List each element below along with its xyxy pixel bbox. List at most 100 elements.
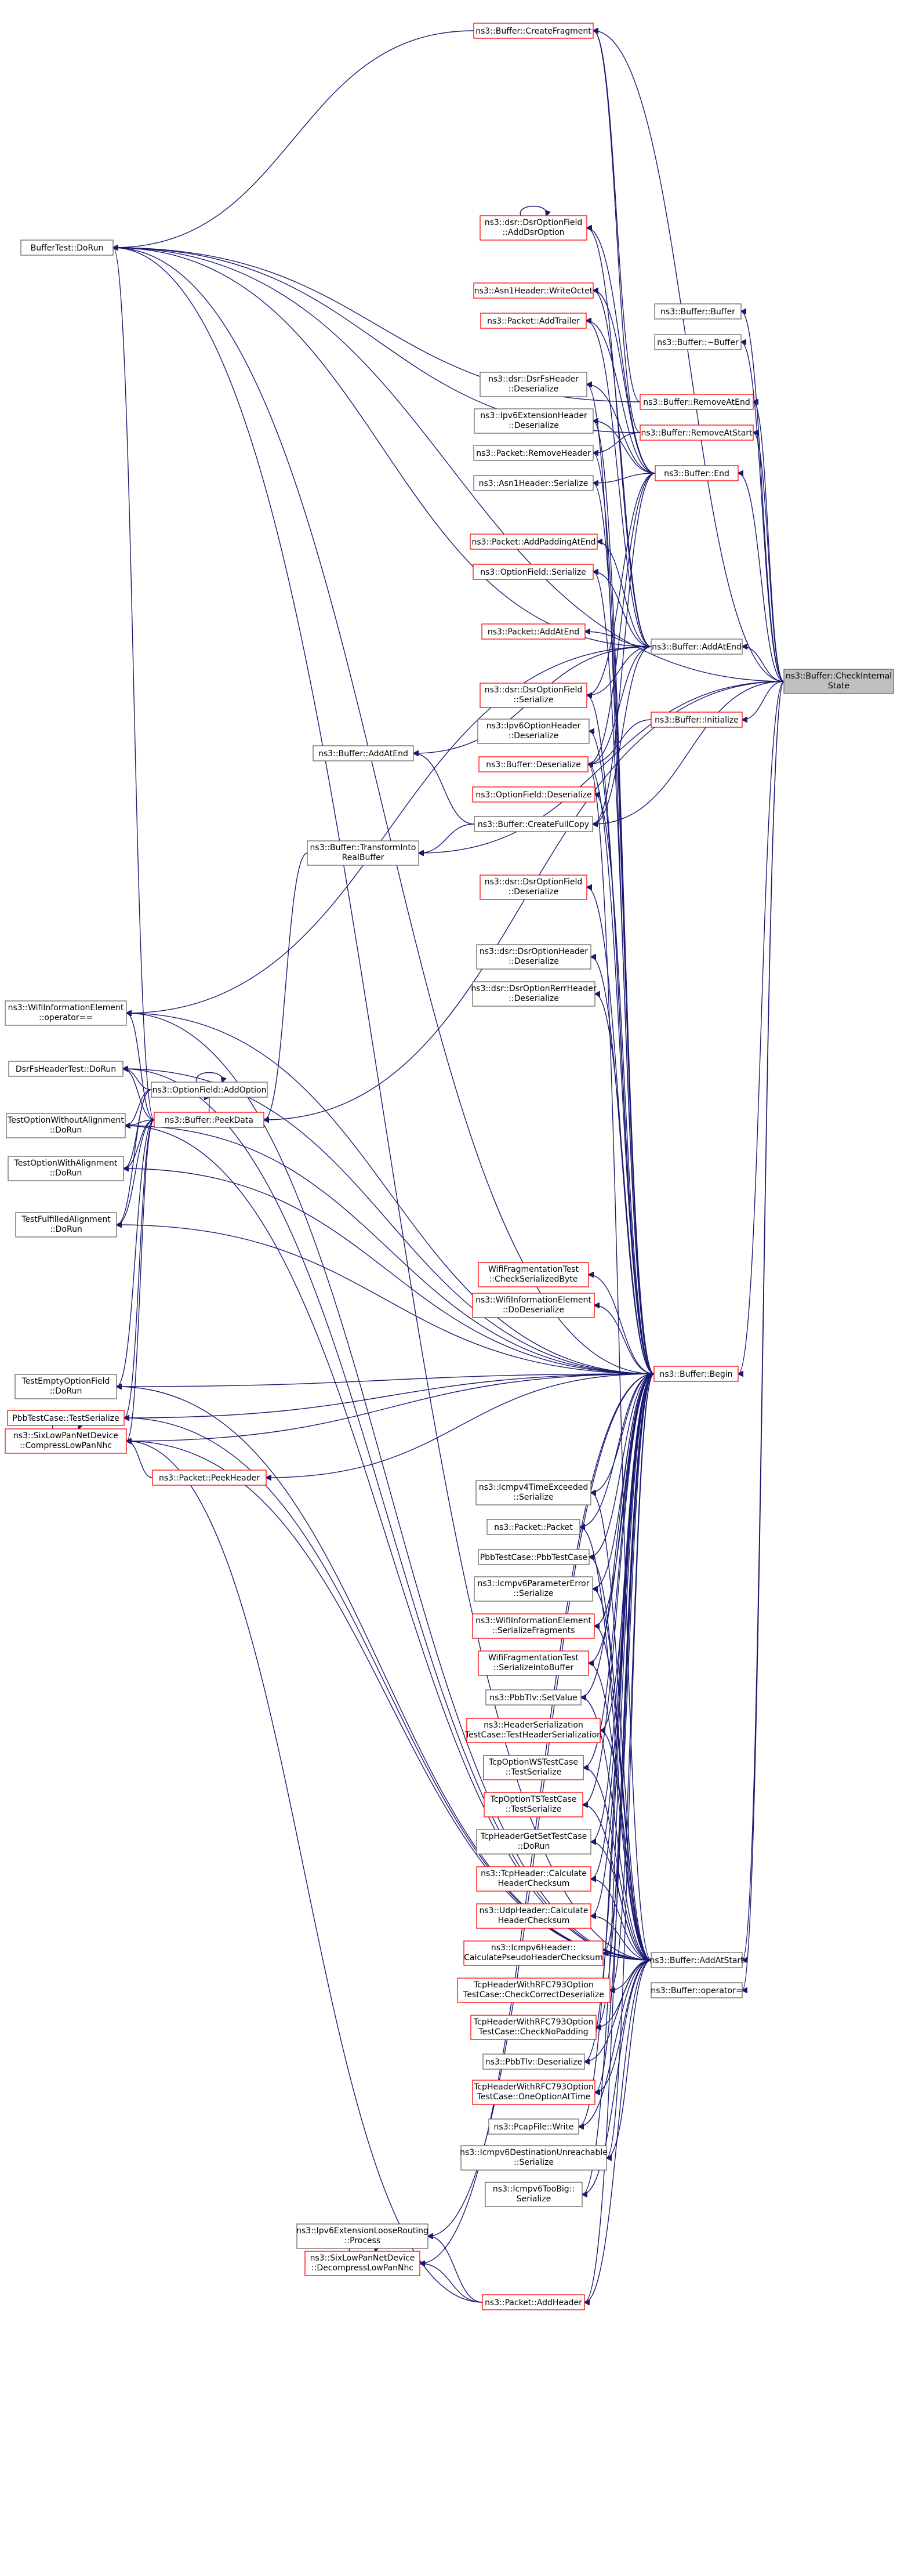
node-icmpv4time-ser[interactable]: ns3::Icmpv4TimeExceeded::Serialize <box>475 1480 591 1505</box>
node-dsroptionfield-add[interactable]: ns3::dsr::DsrOptionField::AddDsrOption <box>480 215 587 241</box>
node-label-line: ::DoRun <box>50 1169 82 1178</box>
node-pbbtlv-deser[interactable]: ns3::PbbTlv::Deserialize <box>482 2053 585 2070</box>
edge-wifiinfo_opeq-to-begin <box>126 1013 655 1374</box>
node-box <box>476 1903 591 1929</box>
node-label-line: ns3::SixLowPanNetDevice <box>310 2254 415 2263</box>
node-icmpv6destunreach-ser[interactable]: ns3::Icmpv6DestinationUnreachable::Seria… <box>460 2145 608 2171</box>
edge-pbbtlv_setvalue-to-addatstart <box>581 1697 652 1961</box>
node-pbbtlv-setvalue[interactable]: ns3::PbbTlv::SetValue <box>485 1689 582 1706</box>
node-removeatend[interactable]: ns3::Buffer::RemoveAtEnd <box>640 394 754 410</box>
node-tcpheaderrfc-one[interactable]: TcpHeaderWithRFC793OptionTestCase::OneOp… <box>472 2080 595 2105</box>
node-packet-removeheader[interactable]: ns3::Packet::RemoveHeader <box>473 445 594 461</box>
node-label-line: ns3::PcapFile::Write <box>494 2123 574 2132</box>
node-box <box>8 1061 124 1077</box>
node-box <box>470 534 598 550</box>
node-removeatstart[interactable]: ns3::Buffer::RemoveAtStart <box>640 425 754 441</box>
edge-icmpv6toobig_ser-to-addatstart <box>582 1960 652 2194</box>
node-optionfield-serialize[interactable]: ns3::OptionField::Serialize <box>473 564 594 580</box>
edge-dsroptionfield_add-to-addatend <box>587 228 652 647</box>
node-wifiinfo-opeq[interactable]: ns3::WifiInformationElement::operator== <box>5 1000 127 1026</box>
node-box <box>463 1940 604 1966</box>
node-box <box>478 1549 590 1565</box>
node-optionfield-addoption[interactable]: ns3::OptionField::AddOption <box>151 1082 268 1098</box>
node-tcpoptionts-test[interactable]: TcpOptionTSTestCase::TestSerialize <box>484 1792 583 1817</box>
edge-tcpoptionts_test-to-addatstart <box>583 1805 652 1961</box>
edge-buffer_deserialize-to-end <box>588 473 656 764</box>
node-initialize[interactable]: ns3::Buffer::Initialize <box>651 712 743 728</box>
node-dsroptionfield-deser[interactable]: ns3::dsr::DsrOptionField::Deserialize <box>480 875 587 900</box>
node-label-line: ns3::Packet::AddPaddingAtEnd <box>471 538 595 547</box>
node-tcpheadergetset[interactable]: TcpHeaderGetSetTestCase::DoRun <box>476 1829 591 1855</box>
node-tcpoptionws-test[interactable]: TcpOptionWSTestCase::TestSerialize <box>483 1755 584 1780</box>
node-addatstart[interactable]: ns3::Buffer::AddAtStart <box>649 1952 744 1968</box>
node-wififragtest-serinto[interactable]: WifiFragmentationTest::SerializeIntoBuff… <box>478 1650 589 1676</box>
node-testemptyoptionfield[interactable]: TestEmptyOptionField::DoRun <box>14 1374 117 1399</box>
node-packet-addatend[interactable]: ns3::Packet::AddAtEnd <box>481 623 586 640</box>
node-tcpheaderrfc-check[interactable]: TcpHeaderWithRFC793OptionTestCase::Check… <box>457 1978 611 2003</box>
node-headerser-test[interactable]: ns3::HeaderSerializationTestCase::TestHe… <box>464 1718 602 1743</box>
node-packet-packet[interactable]: ns3::Packet::Packet <box>486 1519 580 1535</box>
node-ipv6ext-deser[interactable]: ns3::Ipv6ExtensionHeader::Deserialize <box>474 408 594 434</box>
node-box <box>472 786 595 803</box>
node-pbbtestcase-testser[interactable]: PbbTestCase::TestSerialize <box>7 1410 125 1426</box>
node-peekdata[interactable]: ns3::Buffer::PeekData <box>154 1112 264 1128</box>
node-packet-peekheader[interactable]: ns3::Packet::PeekHeader <box>152 1470 267 1486</box>
node-dsroptionheader-deser[interactable]: ns3::dsr::DsrOptionHeader::Deserialize <box>476 944 591 970</box>
node-addatend[interactable]: ns3::Buffer::AddAtEnd <box>651 638 743 655</box>
node-operator-assign[interactable]: ns3::Buffer::operator= <box>651 1982 743 1998</box>
node-label-line: ns3::Asn1Header::WriteOctet <box>474 286 593 296</box>
edge-wififragtest_serinto-to-addatstart <box>589 1663 652 1961</box>
node-box <box>483 1755 584 1780</box>
node-pcapfile-write[interactable]: ns3::PcapFile::Write <box>488 2118 579 2135</box>
node-testoptionwithalign[interactable]: TestOptionWithAlignment::DoRun <box>8 1156 124 1181</box>
node-label-line: ns3::OptionField::Serialize <box>480 568 586 577</box>
node-icmpv6header-calc[interactable]: ns3::Icmpv6Header::CalculatePseudoHeader… <box>463 1940 604 1966</box>
node-wifiinfo-dodeser[interactable]: ns3::WifiInformationElement::DoDeseriali… <box>472 1293 595 1318</box>
node-pbbtestcase-pbbtestcase[interactable]: PbbTestCase::PbbTestCase <box>478 1549 590 1565</box>
node-ipv6option-deser[interactable]: ns3::Ipv6OptionHeader::Deserialize <box>477 719 590 744</box>
node-buffer-addatend2[interactable]: ns3::Buffer::AddAtEnd <box>313 745 414 761</box>
node-label-line: ns3::Buffer::~Buffer <box>657 338 739 347</box>
node-box <box>477 719 590 744</box>
node-testoptionwithoutalign[interactable]: TestOptionWithoutAlignment::DoRun <box>6 1113 126 1138</box>
node-testfulfilledalign[interactable]: TestFulfilledAlignment::DoRun <box>15 1212 117 1238</box>
node-packet-addpaddingatend[interactable]: ns3::Packet::AddPaddingAtEnd <box>470 534 598 550</box>
node-label-line: ::Deserialize <box>509 731 559 741</box>
node-wifiinfo-serfrag[interactable]: ns3::WifiInformationElement::SerializeFr… <box>472 1613 595 1639</box>
node-packet-addheader[interactable]: ns3::Packet::AddHeader <box>482 2294 585 2310</box>
node-label-line: ns3::Buffer::AddAtEnd <box>318 749 408 759</box>
node-sixlowpan-decompress[interactable]: ns3::SixLowPanNetDevice::DecompressLowPa… <box>304 2251 420 2276</box>
node-label-line: ns3::dsr::DsrOptionField <box>485 218 583 227</box>
node-dsrfsheadertest[interactable]: DsrFsHeaderTest::DoRun <box>8 1061 124 1077</box>
node-buffer-dtor[interactable]: ns3::Buffer::~Buffer <box>654 334 742 350</box>
node-begin[interactable]: ns3::Buffer::Begin <box>653 1366 739 1382</box>
node-wififragtest-check[interactable]: WifiFragmentationTest::CheckSerializedBy… <box>478 1262 589 1287</box>
edge-wifiinfo_opeq-to-peekdata <box>126 1013 155 1120</box>
node-ipv6extloose-process[interactable]: ns3::Ipv6ExtensionLooseRouting::Process <box>296 2223 428 2249</box>
node-box <box>472 981 595 1007</box>
node-buffer-deserialize[interactable]: ns3::Buffer::Deserialize <box>478 756 589 772</box>
node-dsrfs-deser[interactable]: ns3::dsr::DsrFsHeader::Deserialize <box>480 372 587 397</box>
node-box <box>480 372 587 397</box>
node-buffertest-dorun[interactable]: BufferTest::DoRun <box>20 240 114 256</box>
node-sixlowpan-compress[interactable]: ns3::SixLowPanNetDevice::CompressLowPanN… <box>5 1428 127 1454</box>
node-tcpheaderrfc-nopad[interactable]: TcpHeaderWithRFC793OptionTestCase::Check… <box>470 2015 597 2040</box>
node-end[interactable]: ns3::Buffer::End <box>655 465 739 481</box>
node-asn1-writeoctet[interactable]: ns3::Asn1Header::WriteOctet <box>473 282 594 299</box>
node-createfullcopy[interactable]: ns3::Buffer::CreateFullCopy <box>474 816 593 832</box>
node-dsroptionfield-serialize[interactable]: ns3::dsr::DsrOptionField::Serialize <box>480 683 587 708</box>
node-icmpv6toobig-ser[interactable]: ns3::Icmpv6TooBig::Serialize <box>485 2182 583 2207</box>
node-packet-addtrailer[interactable]: ns3::Packet::AddTrailer <box>480 313 587 329</box>
node-asn1-serialize[interactable]: ns3::Asn1Header::Serialize <box>473 475 594 491</box>
node-optionfield-deser[interactable]: ns3::OptionField::Deserialize <box>472 786 595 803</box>
node-label-line: ns3::dsr::DsrOptionHeader <box>480 947 588 956</box>
node-buffer-ctor[interactable]: ns3::Buffer::Buffer <box>654 303 742 320</box>
node-createfragment[interactable]: ns3::Buffer::CreateFragment <box>473 23 594 39</box>
node-icmpv6paramerror-ser[interactable]: ns3::Icmpv6ParameterError::Serialize <box>474 1576 593 1602</box>
edge-asn1_writeoctet-to-end <box>593 291 656 474</box>
node-dsroptionrerr-deser[interactable]: ns3::dsr::DsrOptionRerrHeader::Deseriali… <box>471 981 597 1007</box>
edge-wifiinfo_opeq-to-addatend <box>126 646 652 1013</box>
